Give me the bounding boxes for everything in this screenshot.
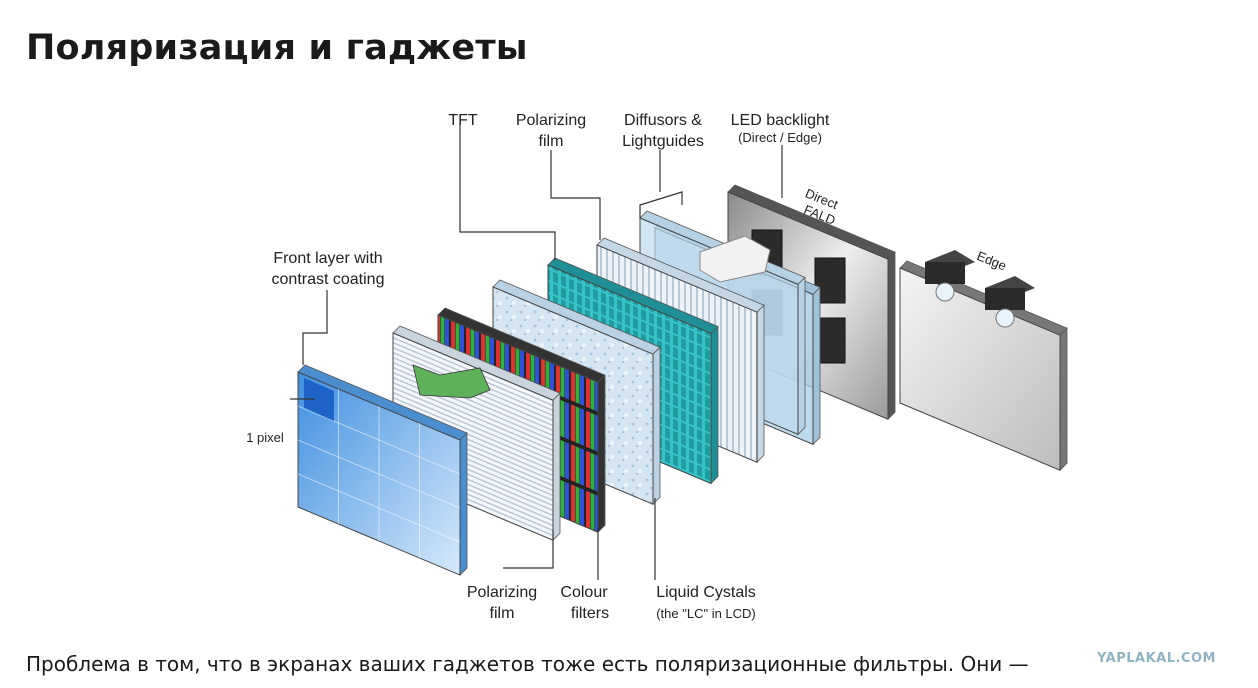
- label-polarizing-back-2: film: [539, 133, 564, 150]
- label-front-1: Front layer with: [273, 250, 382, 267]
- label-diffusors-1: Diffusors &: [624, 112, 702, 129]
- front-layer-side: [459, 432, 468, 577]
- highlighted-pixel: [304, 378, 334, 421]
- polarizer-back-side: [756, 304, 765, 464]
- leader-lines: [290, 125, 783, 580]
- label-polarizing-back-1: Polarizing: [516, 112, 586, 129]
- page-title: Поляризация и гаджеты: [26, 28, 528, 68]
- body-paragraph: Проблема в том, что в экранах ваших гадж…: [26, 652, 1029, 676]
- label-front-2: contrast coating: [272, 271, 385, 288]
- layer-stack: [297, 184, 1068, 577]
- label-pixel: 1 pixel: [246, 430, 284, 445]
- colour-filter-layer-side: [597, 374, 606, 534]
- label-polarizing-front-2: film: [490, 605, 515, 622]
- label-edge: Edge: [975, 248, 1009, 273]
- tft-layer-side: [710, 325, 719, 485]
- rgb-light-arrow-icon: [412, 364, 491, 399]
- polarizer-front-side: [552, 392, 561, 542]
- edge-backlight: [899, 260, 1068, 472]
- lightguide-1-side: [797, 276, 806, 436]
- label-polarizing-front-1: Polarizing: [467, 584, 537, 601]
- edge-backlight-side: [1059, 327, 1068, 472]
- light-arrow-icon: [699, 235, 771, 283]
- watermark: YAPLAKAL.COM: [1097, 651, 1216, 666]
- label-colour-2: filters: [571, 605, 609, 622]
- label-tft: TFT: [448, 112, 478, 129]
- lcd-layers-diagram: TFT Polarizing film Diffusors & Lightgui…: [246, 112, 1068, 622]
- pixel-grid-h-1: [297, 405, 461, 475]
- edge-led-0: [925, 262, 965, 284]
- label-colour-1: Colour: [560, 584, 608, 601]
- edge-led-light-0: [935, 282, 955, 302]
- label-lc-1: Liquid Cystals: [656, 584, 756, 601]
- label-led-1: LED backlight: [731, 112, 830, 129]
- liquid-crystal-layer-side: [652, 346, 661, 506]
- edge-led-light-1: [995, 308, 1015, 328]
- fald-zone-1: [814, 257, 846, 304]
- lightguide-2-side: [812, 286, 821, 446]
- label-lc-2: (the "LC" in LCD): [656, 606, 756, 621]
- diagram-labels: TFT Polarizing film Diffusors & Lightgui…: [246, 112, 1008, 622]
- direct-backlight-side: [887, 251, 896, 421]
- label-led-2: (Direct / Edge): [738, 130, 822, 145]
- edge-led-1: [985, 288, 1025, 310]
- label-diffusors-2: Lightguides: [622, 133, 704, 150]
- pixel-grid-h-2: [297, 439, 461, 509]
- pixel-grid-h-3: [297, 473, 461, 543]
